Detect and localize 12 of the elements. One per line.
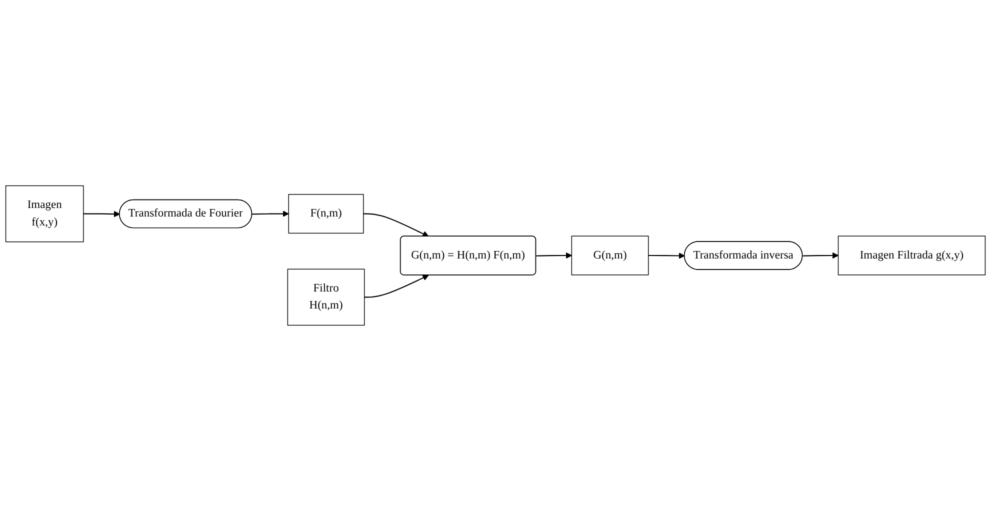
arrow	[252, 210, 289, 216]
arrow	[802, 252, 839, 258]
arrow	[536, 252, 572, 258]
node-box: Filtro H(n,m)	[287, 268, 365, 326]
arrow	[364, 274, 429, 298]
node-box: Imagen Filtrada g(x,y)	[838, 235, 986, 275]
node-box: F(n,m)	[288, 194, 364, 234]
arrow	[363, 212, 429, 236]
node-box: G(n,m)	[571, 235, 649, 275]
arrow	[648, 252, 685, 258]
arrow	[83, 210, 120, 217]
node-box: Imagen f(x,y)	[5, 184, 84, 242]
